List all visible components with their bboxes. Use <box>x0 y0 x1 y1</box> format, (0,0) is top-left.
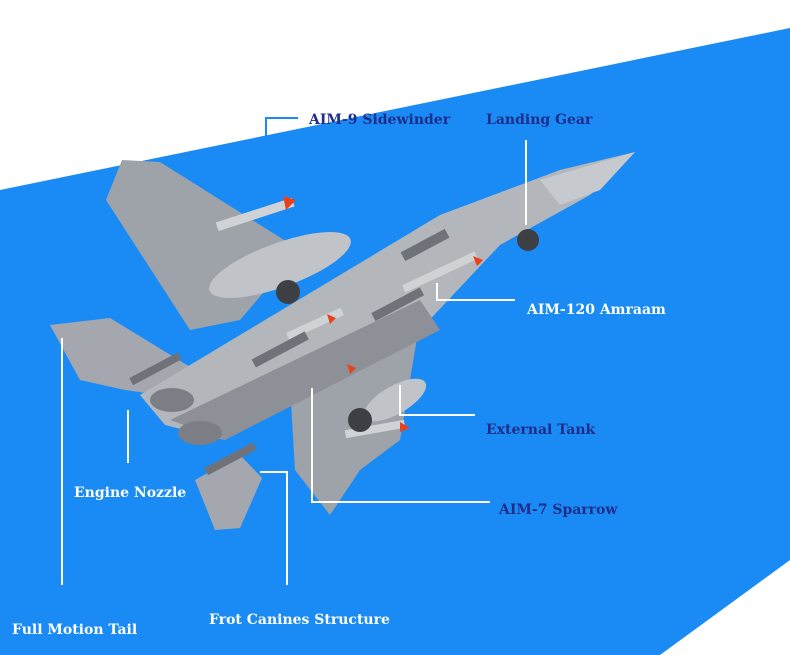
callout-amraam <box>436 283 515 301</box>
label-full-motion-tail: Full Motion Tail <box>12 622 138 638</box>
main-gear-wheel <box>276 280 300 304</box>
label-aim120-amraam: AIM-120 Amraam <box>527 302 666 318</box>
sidewinder-missile <box>215 197 295 232</box>
mid-missile-tip <box>347 364 356 374</box>
belly-tank <box>363 378 427 422</box>
callout-canines <box>260 471 288 585</box>
label-aim7-sparrow: AIM-7 Sparrow <box>499 502 618 518</box>
amraam-missile <box>402 251 478 293</box>
nose-cone <box>540 152 635 205</box>
callout-lines <box>61 117 527 585</box>
panel-details <box>129 228 450 476</box>
label-canines-structure: Frot Canines Structure <box>209 612 390 628</box>
right-tail <box>195 455 262 530</box>
engine-nozzle-right <box>178 421 222 445</box>
main-gear-wheel-right <box>348 408 372 432</box>
label-engine-nozzle: Engine Nozzle <box>74 485 187 501</box>
label-aim9-sidewinder: AIM-9 Sidewinder <box>309 112 451 128</box>
lower-missile <box>344 419 406 439</box>
lower-missile-tip <box>400 422 410 432</box>
callout-external-tank <box>399 385 475 416</box>
sidewinder-tip <box>283 196 296 210</box>
fuselage <box>140 152 635 440</box>
callout-sidewinder <box>265 117 298 200</box>
label-external-tank: External Tank <box>486 422 596 438</box>
sparrow-tip <box>327 314 336 324</box>
external-tank-body <box>209 232 351 298</box>
callout-sparrow <box>311 388 490 503</box>
fighter-jet <box>50 152 635 530</box>
left-tail <box>50 318 195 395</box>
amraam-tip <box>473 256 483 266</box>
landing-gear-wheel <box>517 229 539 251</box>
fuselage-shadow <box>170 300 440 440</box>
white-corner <box>660 560 790 655</box>
engine-nozzle-left <box>150 388 194 412</box>
label-landing-gear: Landing Gear <box>486 112 593 128</box>
